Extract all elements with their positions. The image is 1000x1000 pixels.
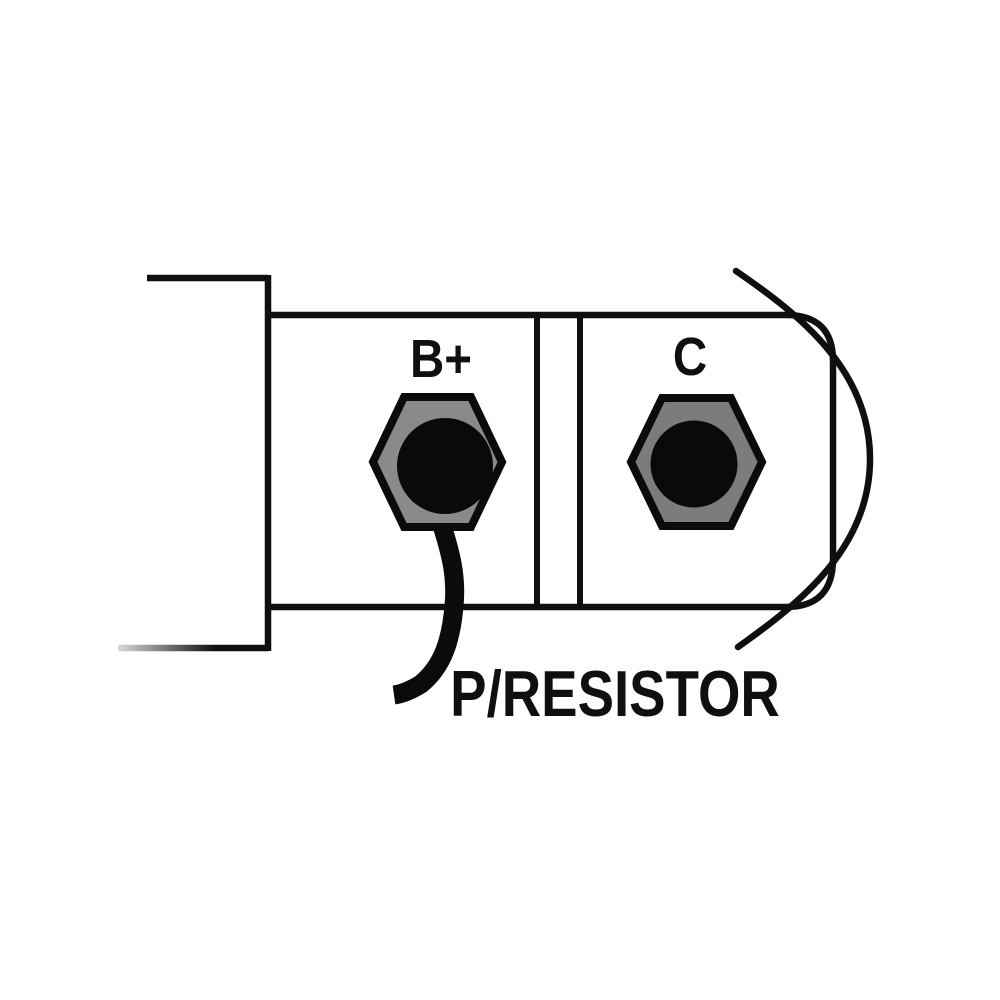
terminal-b-plus: B+	[368, 328, 507, 531]
end-cap-arc	[732, 267, 874, 651]
resistor-wire	[392, 506, 465, 705]
c-label: C	[673, 326, 707, 387]
cutoff-bracket	[118, 274, 272, 652]
b-plus-terminal-post	[397, 418, 493, 514]
terminal-c: C	[626, 326, 767, 530]
wire-label: P/RESISTOR	[450, 658, 780, 731]
b-plus-label: B+	[410, 328, 472, 389]
solenoid-body-outline	[265, 311, 837, 611]
c-terminal-post	[650, 420, 738, 508]
